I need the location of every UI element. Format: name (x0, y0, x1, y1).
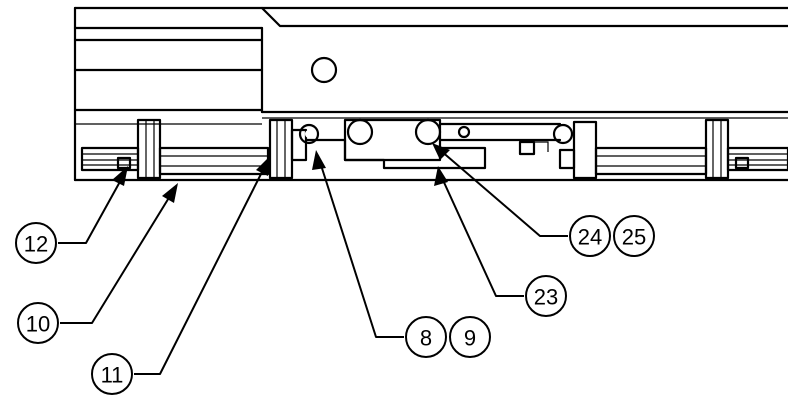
callout-12: 12 (15, 222, 57, 264)
callout-10: 10 (17, 302, 59, 344)
callout-24: 24 (569, 215, 611, 257)
leader-23 (434, 166, 524, 297)
callout-11: 11 (91, 353, 133, 395)
callout-25: 25 (613, 215, 655, 257)
right-carriage (558, 118, 788, 180)
callout-23: 23 (525, 275, 567, 317)
roller-large-right (414, 118, 442, 146)
callout-24-label: 24 (578, 225, 602, 250)
leader-10 (60, 183, 178, 324)
leader-8-9 (312, 150, 404, 338)
roller-small-left (298, 123, 320, 145)
callout-11-label: 11 (101, 363, 124, 388)
callout-8: 8 (405, 316, 447, 358)
callout-9-label: 9 (464, 326, 476, 351)
leader-24-25 (432, 143, 568, 237)
roller-small-right (552, 123, 574, 145)
cover-hole (310, 56, 338, 84)
callout-23-label: 23 (534, 285, 558, 310)
leader-11 (134, 156, 270, 375)
callout-9: 9 (449, 316, 491, 358)
callout-10-label: 10 (26, 312, 50, 337)
small-hole (457, 125, 471, 139)
roller-large-left (346, 118, 374, 146)
center-bracket (268, 118, 562, 180)
callout-12-label: 12 (24, 232, 48, 257)
callout-8-label: 8 (420, 326, 432, 351)
housing-frame (73, 6, 788, 182)
leader-12 (58, 166, 128, 244)
callout-25-label: 25 (622, 225, 646, 250)
